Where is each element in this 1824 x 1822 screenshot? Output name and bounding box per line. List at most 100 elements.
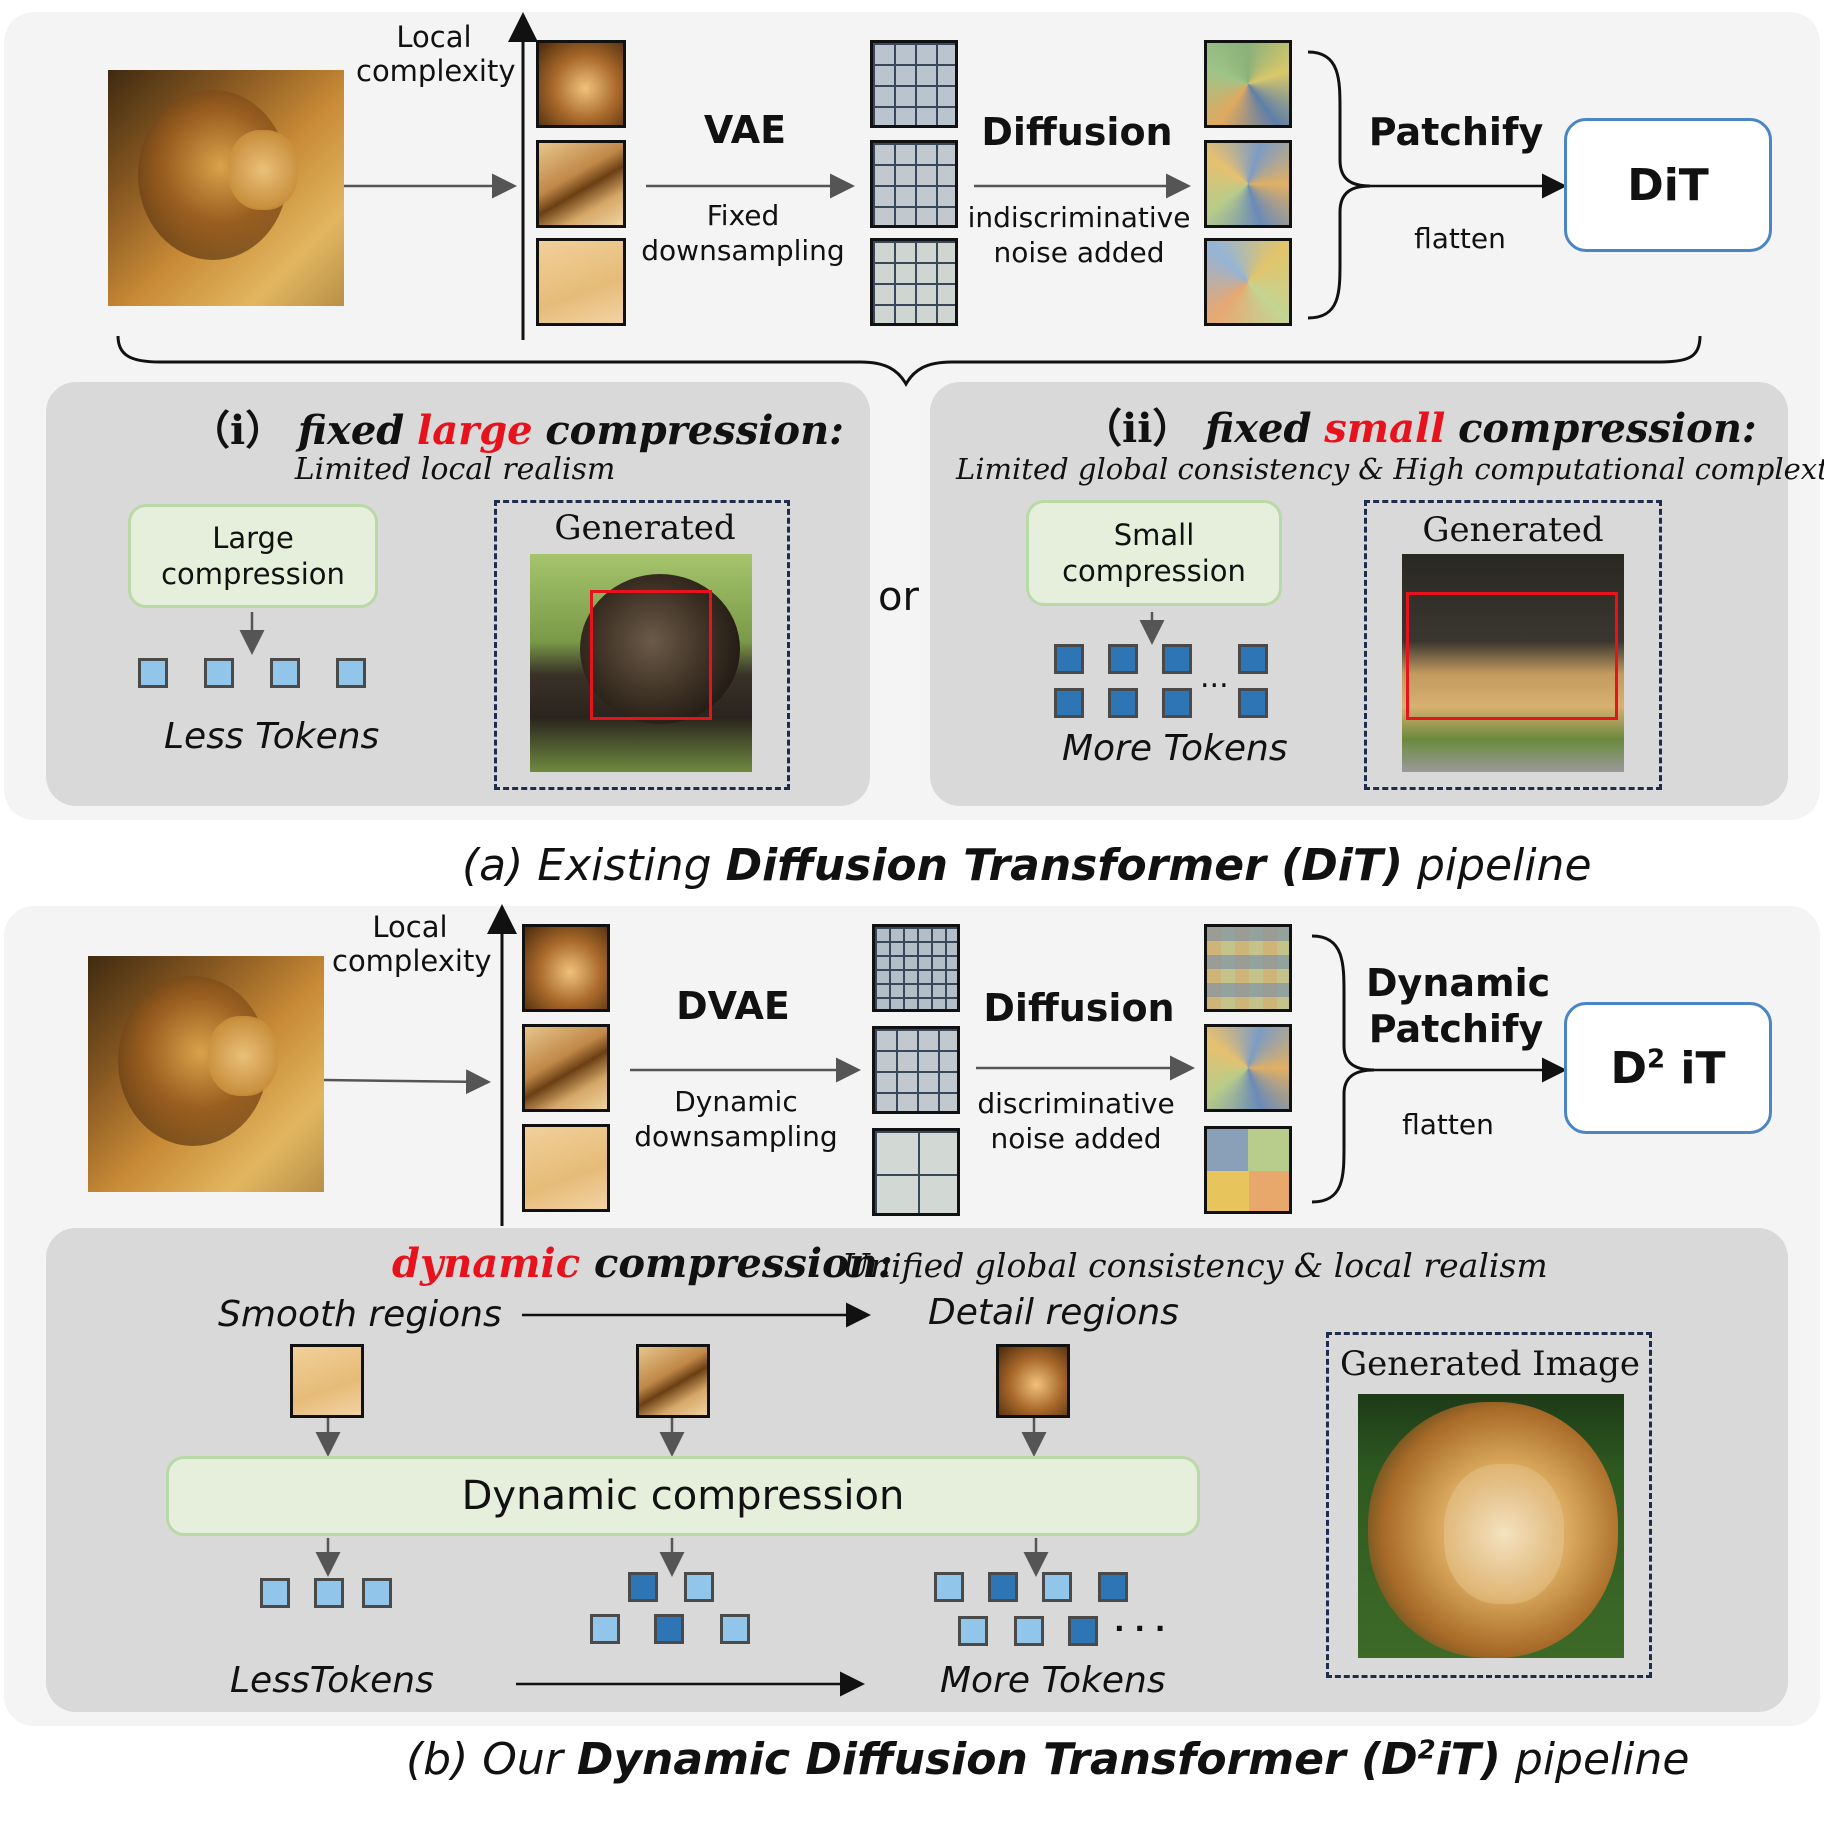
downsampling-label: downsampling [641,234,845,267]
compression-word: compression [1062,554,1246,588]
under-brace [116,335,1702,388]
token-ellipsis-b: · · · [1114,1612,1166,1645]
latent-grid-medium [870,140,958,228]
right-brace-top [1307,50,1371,320]
compression-word: compression: [580,1240,893,1287]
token [1162,688,1192,718]
token [934,1572,964,1602]
generated-lion-bright [1358,1394,1624,1658]
patchify-word: Patchify [1368,1007,1544,1051]
noisy-patch-1 [1204,40,1292,128]
option-i-prefix: （i） [190,407,286,454]
caption-b-bold-b: iT) [1435,1734,1501,1785]
indiscriminative-word: indiscriminative [967,201,1191,234]
patch-smooth-b [522,1124,610,1212]
diffusion-label: Diffusion [981,110,1173,154]
generated-image-frame-ii [1364,500,1662,790]
caption-b-prefix: (b) Our [406,1734,577,1785]
token [1042,1572,1072,1602]
lion-face-shape [228,130,298,210]
token [1238,688,1268,718]
complexity-label: complexity [356,54,516,88]
option-i-large: large [417,407,533,454]
dynamic-word: Dynamic [1366,961,1551,1005]
option-ii-prefix: （ii） [1082,405,1193,452]
token-ellipsis: ... [1200,660,1229,695]
option-i-subtitle: Limited local realism [294,452,616,487]
latent-grid-medium-b [872,1026,960,1114]
flatten-label: flatten [1414,222,1506,255]
d2it-sup: 2 [1647,1043,1666,1074]
patch-medium-region [636,1344,710,1418]
local-label: Local [396,20,472,54]
more-tokens-label: More Tokens [1062,728,1288,769]
latent-grid-smooth [870,238,958,326]
latent-grid-coarse [872,1128,960,1216]
noisy-patch-coarse [1204,1126,1292,1214]
fixed-label: Fixed [706,199,780,232]
noisy-patch-2 [1204,140,1292,228]
option-ii-subtitle: Limited global consistency & High comput… [956,452,1824,486]
caption-b-bold-a: Dynamic Diffusion Transformer (D [576,1734,1418,1785]
large-word: Large [212,521,294,555]
local-complexity-label: Local complexity [356,20,516,88]
right-brace-bottom [1311,934,1375,1204]
dynamic-word: Dynamic [674,1085,798,1118]
dit-label: DiT [1627,159,1709,211]
token [1108,688,1138,718]
option-ii-fixed: fixed [1205,405,1312,452]
token [1108,644,1138,674]
dynamic-patchify-label: Dynamic Patchify [1366,960,1551,1052]
token [260,1578,290,1608]
option-i-compression: compression: [545,407,844,454]
token [1098,1572,1128,1602]
lion-photo [108,70,344,306]
dynamic-panel-title: dynamic compression: [392,1240,893,1287]
lion-face-shape [208,1016,278,1096]
d2it-label: D2 iT [1610,1043,1725,1094]
d2it-box: D2 iT [1564,1002,1772,1134]
latent-grid-detail [870,40,958,128]
dynamic-compression-label: Dynamic compression [461,1473,905,1519]
dynamic-downsampling-label: Dynamic downsampling [626,1084,846,1154]
caption-b-suffix: pipeline [1500,1734,1690,1785]
token [1068,1616,1098,1646]
token [1014,1616,1044,1646]
discriminative-word: discriminative [977,1087,1175,1120]
token [720,1614,750,1644]
noisy-patch-medium [1204,1024,1292,1112]
less-tokens-label: Less Tokens [164,716,380,757]
small-compression-box: Small compression [1026,500,1282,606]
patch-detail-b [522,924,610,1012]
large-compression-box: Large compression [128,504,378,608]
patch-smooth-region [290,1344,364,1418]
diffusion-label-b: Diffusion [983,986,1175,1030]
patch-smooth [536,238,626,326]
token [590,1614,620,1644]
fixed-downsampling-label: Fixed downsampling [636,198,850,268]
arrow-image-to-patches-b [323,1069,491,1095]
generated-image-label-dynamic: Generated Image [1339,1344,1640,1384]
option-ii-small: small [1324,405,1446,452]
option-i-title: （i） fixed large compression: [190,398,844,456]
local-label: Local [372,910,448,944]
lion-photo-b [88,956,324,1192]
highlight-box [590,590,712,720]
less-tokens-label-b: LessTokens [230,1660,434,1701]
token [1162,644,1192,674]
token [336,658,366,688]
token [628,1572,658,1602]
d2it-tail: iT [1665,1042,1726,1094]
noisy-patch-fine [1204,924,1292,1012]
option-i-fixed: fixed [297,407,405,454]
detail-regions-label: Detail regions [928,1292,1179,1333]
patch-medium [536,140,626,228]
downsampling-word: downsampling [634,1120,838,1153]
token [654,1614,684,1644]
patch-detail-region [996,1344,1070,1418]
more-tokens-label-b: More Tokens [940,1660,1166,1701]
bright-lion-face [1444,1464,1564,1604]
caption-a: (a) Existing Diffusion Transformer (DiT)… [462,840,1592,891]
or-label: or [878,574,919,620]
